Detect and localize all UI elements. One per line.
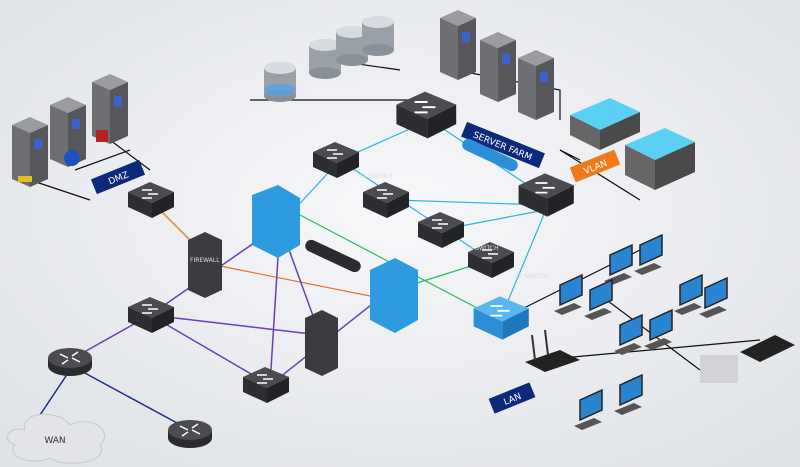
core-switch (252, 185, 418, 333)
svg-text:FIREWALL: FIREWALL (190, 257, 220, 264)
fiber-link (462, 138, 518, 172)
lan-label: LAN (488, 382, 536, 414)
laptop-icon (740, 335, 795, 362)
svg-text:L2 SWITCH: L2 SWITCH (466, 245, 499, 252)
fiber-link (305, 239, 361, 273)
svg-text:L2 SWITCH: L2 SWITCH (515, 273, 548, 280)
router (47, 347, 93, 377)
dmz-servers (12, 74, 128, 187)
router (167, 419, 213, 449)
blade-cluster (570, 98, 695, 190)
l2-switch: L2 SWITCH L2 SWITCH L2 SWITCH (127, 141, 548, 404)
key-icon (18, 176, 32, 182)
svg-text:WAN: WAN (44, 436, 65, 446)
globe-icon (64, 150, 80, 166)
svg-text:L2 SWITCH: L2 SWITCH (360, 173, 393, 180)
storage-cluster (264, 16, 394, 102)
wifi-router (525, 329, 580, 372)
printer-icon (700, 355, 738, 383)
firewall: FIREWALL (188, 232, 338, 376)
firewall-icon (96, 130, 108, 142)
wan-cloud: WAN (7, 413, 106, 464)
workstations (553, 234, 795, 431)
